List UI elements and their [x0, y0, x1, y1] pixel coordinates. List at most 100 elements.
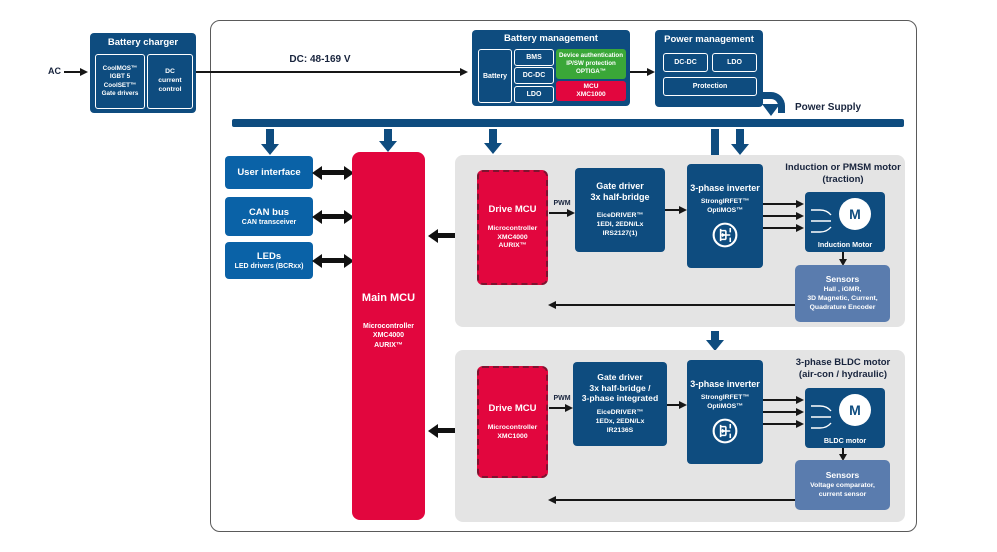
traction-drive-mcu-subtitle: Microcontroller XMC4000 AURIX™	[487, 224, 538, 250]
traction-drive-mcu-title: Drive MCU	[488, 203, 537, 215]
traction-sensors-subtitle: Hall , iGMR, 3D Magnetic, Current, Quadr…	[807, 286, 878, 311]
power-management-title: Power management	[664, 34, 754, 45]
bldc-sensors-title: Sensors	[825, 470, 860, 481]
traction-heading: Induction or PMSM motor (traction)	[785, 162, 901, 185]
can-mcu-arrow	[322, 214, 344, 219]
security-box: Device authentication IP/SW protection O…	[556, 49, 626, 79]
traction-gate-driver-subtitle: EiceDRIVER™ 1EDI, 2EDN/Lx IRS2127(1)	[596, 212, 644, 237]
dc-link-arrow	[196, 71, 460, 73]
bldc-drive-mcu-subtitle: Microcontroller XMC1000	[487, 423, 538, 440]
traction-drive-mcu: Drive MCU Microcontroller XMC4000 AURIX™	[477, 170, 548, 285]
battery-charger-dc-current-control: DC current control	[147, 54, 193, 109]
motor-letter: M	[849, 206, 861, 222]
ac-input-arrow	[64, 71, 80, 73]
bldc-sensors-subtitle: Voltage comparator, current sensor	[810, 482, 875, 498]
leds-block: LEDs LED drivers (BCRxx)	[225, 242, 313, 279]
main-drive1-arrow	[438, 233, 464, 238]
power-flow-elbow	[757, 92, 785, 113]
can-bus-title: CAN bus	[248, 207, 290, 218]
bldc-phase-line-1	[763, 399, 796, 401]
bldc-gate-driver-subtitle: EiceDRIVER™ 1EDx, 2EDN/Lx IR2136S	[595, 409, 645, 434]
traction-inverter-title: 3-phase inverter	[690, 183, 760, 194]
bldc-phase-line-2	[763, 411, 796, 413]
pm-ldo-box: LDO	[712, 53, 757, 72]
traction-motor-sensors-arrow	[842, 252, 844, 259]
user-interface-block: User interface	[225, 156, 313, 189]
traction-gate-driver-title: Gate driver 3x half-bridge	[590, 181, 650, 203]
bms-box: BMS	[514, 49, 554, 66]
bldc-gate-driver: Gate driver 3x half-bridge / 3-phase int…	[573, 362, 667, 446]
motor-icon: M	[839, 394, 871, 426]
traction-feedback-arrow	[556, 304, 795, 306]
motor-winding-icon	[811, 204, 833, 238]
leds-title: LEDs	[256, 251, 282, 262]
panel-to-panel-power-arrow	[711, 331, 719, 340]
bldc-gate-driver-title: Gate driver 3x half-bridge / 3-phase int…	[581, 372, 659, 403]
battery-charger-title: Battery charger	[107, 37, 179, 48]
motor-icon: M	[839, 198, 871, 230]
bldc-motor-block: M BLDC motor	[805, 388, 885, 448]
dc-link-label: DC: 48-169 V	[289, 54, 351, 65]
main-mcu-subtitle: Microcontroller XMC4000 AURIX™	[363, 322, 414, 349]
bus-feed-arrow-main-mcu	[384, 129, 392, 141]
power-management-block: Power management DC-DC LDO Protection	[655, 30, 763, 107]
traction-inverter-subtitle: StrongIRFET™ OptiMOS™	[700, 198, 750, 214]
leds-mcu-arrow	[322, 258, 344, 263]
ldo-box: LDO	[514, 86, 554, 103]
bldc-feedback-arrow	[556, 499, 795, 501]
bus-feed-bar-inverter	[711, 129, 719, 155]
motor-letter: M	[849, 402, 861, 418]
traction-inverter: 3-phase inverter StrongIRFET™ OptiMOS™	[687, 164, 763, 268]
bldc-pwm-label: PWM	[553, 395, 571, 402]
mosfet-icon	[711, 221, 739, 249]
motor-winding-icon	[811, 400, 833, 434]
traction-pwm-label: PWM	[553, 200, 571, 207]
battery-management-block: Battery management Battery BMS DC-DC LDO…	[472, 30, 630, 106]
traction-phase-line-2	[763, 215, 796, 217]
bldc-inverter-title: 3-phase inverter	[690, 379, 760, 390]
battery-charger-block: Battery charger CoolMOS™ IGBT 5 CoolSET™…	[90, 33, 196, 113]
battery-box: Battery	[478, 49, 512, 103]
traction-phase-line-1	[763, 203, 796, 205]
traction-pwm-arrow	[549, 212, 567, 214]
bldc-heading: 3-phase BLDC motor (air-con / hydraulic)	[795, 357, 891, 380]
bldc-motor-sensors-arrow	[842, 448, 844, 454]
bldc-drive-mcu: Drive MCU Microcontroller XMC1000	[477, 366, 548, 478]
bldc-pwm-arrow	[549, 407, 565, 409]
bldc-motor-name: BLDC motor	[823, 436, 867, 445]
bus-feed-arrow-inverter	[736, 129, 744, 144]
bldc-drive-mcu-title: Drive MCU	[488, 402, 537, 414]
leds-subtitle: LED drivers (BCRxx)	[234, 263, 304, 270]
traction-gate-driver: Gate driver 3x half-bridge EiceDRIVER™ 1…	[575, 168, 665, 252]
user-interface-label: User interface	[237, 167, 301, 178]
pm-dcdc-box: DC-DC	[663, 53, 708, 72]
battery-management-title: Battery management	[504, 33, 598, 44]
bm-to-pm-arrow	[630, 71, 647, 73]
main-drive2-arrow	[438, 428, 464, 433]
traction-gd-inverter-arrow	[665, 209, 679, 211]
main-mcu-block: Main MCU Microcontroller XMC4000 AURIX™	[352, 152, 425, 520]
traction-sensors-title: Sensors	[825, 274, 860, 285]
dcdc-box: DC-DC	[514, 67, 554, 84]
battery-charger-products: CoolMOS™ IGBT 5 CoolSET™ Gate drivers	[95, 54, 145, 109]
mosfet-icon	[711, 417, 739, 445]
pm-protection-box: Protection	[663, 77, 757, 96]
bm-mcu-box: MCU XMC1000	[556, 81, 626, 101]
bldc-sensors-block: Sensors Voltage comparator, current sens…	[795, 460, 890, 510]
bus-feed-arrow-traction	[489, 129, 497, 143]
ui-mcu-arrow	[322, 170, 344, 175]
bldc-inverter-subtitle: StrongIRFET™ OptiMOS™	[700, 394, 750, 410]
traction-motor-name: Induction Motor	[817, 240, 873, 249]
bldc-gd-inverter-arrow	[667, 404, 679, 406]
bldc-phase-line-3	[763, 423, 796, 425]
traction-sensors-block: Sensors Hall , iGMR, 3D Magnetic, Curren…	[795, 265, 890, 322]
can-bus-block: CAN bus CAN transceiver	[225, 197, 313, 236]
bldc-inverter: 3-phase inverter StrongIRFET™ OptiMOS™	[687, 360, 763, 464]
main-mcu-title: Main MCU	[361, 291, 416, 304]
power-supply-label: Power Supply	[795, 102, 862, 113]
ac-label: AC	[48, 66, 61, 76]
can-bus-subtitle: CAN transceiver	[241, 219, 297, 226]
traction-phase-line-3	[763, 227, 796, 229]
system-boundary	[210, 20, 917, 532]
